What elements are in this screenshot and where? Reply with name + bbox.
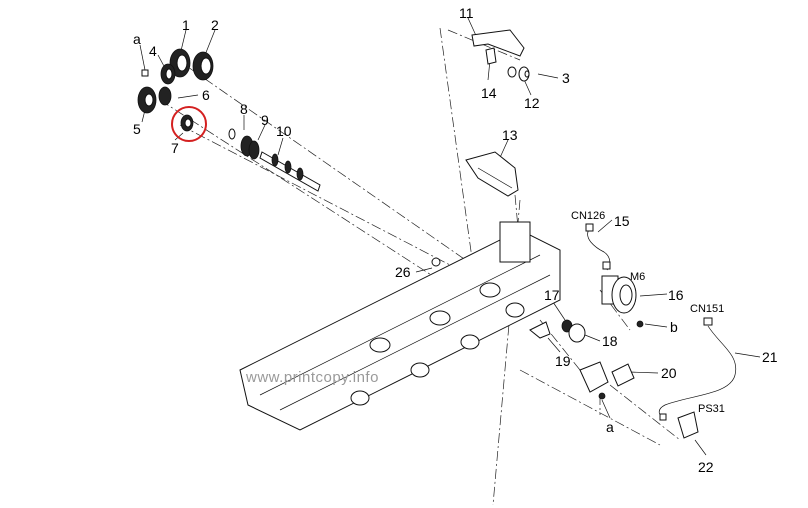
label-cn151: CN151	[690, 303, 724, 315]
bracket-parts-top-right	[471, 29, 530, 82]
label-part-10: 10	[276, 123, 292, 139]
label-screw-a-top: a	[133, 31, 141, 47]
label-part-8: 8	[240, 101, 248, 117]
label-part-13: 13	[502, 127, 518, 143]
main-frame	[239, 221, 561, 431]
label-part-5: 5	[133, 121, 141, 137]
bracket-part-13	[465, 151, 519, 197]
label-screw-a-bottom: a	[606, 419, 614, 435]
label-part-7: 7	[171, 140, 179, 156]
label-part-3: 3	[562, 70, 570, 86]
label-part-1: 1	[182, 17, 190, 33]
label-m6: M6	[630, 271, 645, 283]
gear-assembly-top	[137, 48, 214, 114]
label-part-21: 21	[762, 349, 778, 365]
motor-assembly	[585, 223, 644, 328]
bracket-part-20	[579, 361, 635, 400]
assembly-guide-lines	[159, 27, 681, 506]
label-cn126: CN126	[571, 210, 605, 222]
label-part-26: 26	[395, 264, 411, 280]
sensor-cable-assembly	[658, 317, 737, 439]
part-number-labels: 1 2 3 4 5 6 7 8 9 10 11 12 13 14 15 16 1…	[133, 5, 778, 475]
connector-labels: CN126 CN151 M6 PS31	[571, 210, 725, 415]
label-part-20: 20	[661, 365, 677, 381]
label-screw-b: b	[670, 319, 678, 335]
watermark-text: www.printcopy.info	[245, 369, 379, 386]
label-part-19: 19	[555, 353, 571, 369]
label-part-4: 4	[149, 43, 157, 59]
leader-lines	[139, 17, 761, 456]
label-part-14: 14	[481, 85, 497, 101]
label-part-12: 12	[524, 95, 540, 111]
highlight-circle	[171, 106, 207, 142]
label-part-9: 9	[261, 112, 269, 128]
label-part-22: 22	[698, 459, 714, 475]
label-part-11: 11	[459, 5, 474, 21]
small-parts-17-19	[529, 319, 586, 343]
label-part-2: 2	[211, 17, 219, 33]
shaft-parts	[228, 128, 321, 192]
bushing-part-7	[171, 106, 207, 142]
label-part-15: 15	[614, 213, 630, 229]
label-part-17: 17	[544, 287, 560, 303]
label-part-16: 16	[668, 287, 684, 303]
label-part-18: 18	[602, 333, 618, 349]
label-ps31: PS31	[698, 403, 725, 415]
label-part-6: 6	[202, 87, 210, 103]
